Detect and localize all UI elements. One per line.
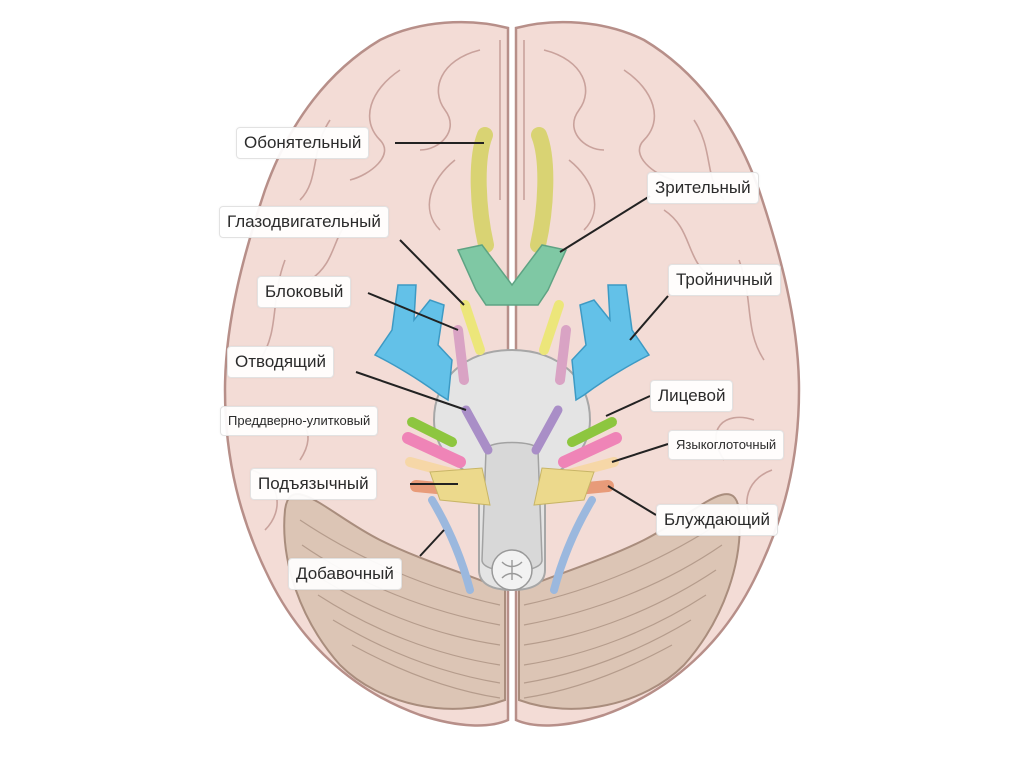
- label-abducens: Отводящий: [227, 346, 334, 378]
- label-olfactory: Обонятельный: [236, 127, 369, 159]
- label-glossopharyngeal: Языкоглоточный: [668, 430, 784, 460]
- label-optic: Зрительный: [647, 172, 759, 204]
- label-accessory: Добавочный: [288, 558, 402, 590]
- label-trigeminal: Тройничный: [668, 264, 781, 296]
- label-facial: Лицевой: [650, 380, 733, 412]
- trochlear-right: [560, 330, 566, 380]
- label-vestibulocochlear: Преддверно-улитковый: [220, 406, 378, 436]
- label-oculomotor: Глазодвигательный: [219, 206, 389, 238]
- label-hypoglossal: Подъязычный: [250, 468, 377, 500]
- trochlear-left: [458, 330, 464, 380]
- olfactory-bulb-left: [479, 135, 486, 245]
- label-trochlear: Блоковый: [257, 276, 351, 308]
- olfactory-bulb-right: [538, 135, 545, 245]
- label-vagus: Блуждающий: [656, 504, 778, 536]
